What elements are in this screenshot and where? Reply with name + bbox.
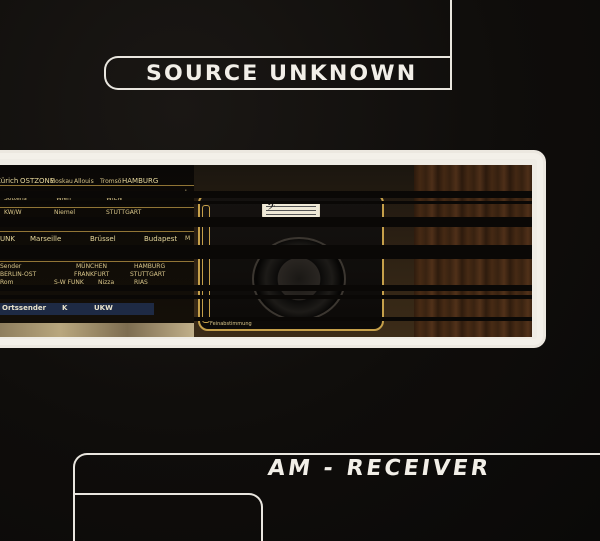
tuning-indicator	[202, 205, 210, 323]
stripe	[0, 245, 532, 259]
frame-notch	[73, 493, 263, 541]
station-label: Rom	[0, 279, 14, 286]
album-title: AM - RECEIVER	[266, 456, 493, 481]
station-label: FUNK	[0, 235, 15, 243]
station-label: HAMBURG	[134, 263, 166, 270]
station-label: S-W FUNK	[54, 279, 84, 286]
dial-window: Zürich OSTZONE Moskau Allouis Tromsö HAM…	[0, 150, 546, 348]
frame-line-top-right	[450, 0, 452, 90]
station-label: Sender	[0, 263, 22, 270]
station-label: HAMBURG	[122, 177, 159, 185]
station-label: Budapest	[144, 235, 178, 243]
station-label: Allouis	[74, 178, 94, 185]
stripe	[0, 295, 532, 299]
scale-line	[0, 185, 194, 186]
station-label: MÜNCHEN	[76, 263, 108, 270]
station-label: Zürich	[0, 177, 19, 185]
stripe	[0, 285, 532, 291]
artist-name: SOURCE UNKNOWN	[146, 61, 418, 85]
station-label: Nizza	[98, 279, 115, 286]
station-label: Marseille	[30, 235, 62, 243]
band-label: K	[62, 304, 68, 312]
station-label: BERLIN-OST	[0, 271, 37, 278]
station-label: FRANKFURT	[74, 271, 110, 278]
band-label: UKW	[94, 304, 113, 312]
station-label: STUTTGART	[106, 209, 142, 216]
bass-clef-icon: 𝄢	[267, 201, 276, 216]
station-label: OSTZONE	[20, 177, 55, 185]
station-label: RIAS	[134, 279, 148, 286]
fine-tune-label: Feinabstimmung	[210, 321, 252, 327]
station-label: Moskau	[50, 178, 73, 185]
scale-line	[0, 207, 194, 208]
station-label: WIEN	[106, 195, 122, 202]
stripe	[0, 191, 532, 198]
band-label: Ortssender	[2, 304, 47, 312]
scale-line	[0, 261, 194, 262]
station-label: Tromsö	[100, 178, 122, 185]
radio-dial-photo: Zürich OSTZONE Moskau Allouis Tromsö HAM…	[0, 165, 532, 337]
stripe	[194, 317, 532, 321]
station-label: STUTTGART	[130, 271, 166, 278]
frame-line-top	[118, 56, 452, 58]
stripe	[0, 217, 532, 227]
piano-keys	[0, 323, 194, 337]
scale-mark: M	[185, 235, 191, 242]
band-bar	[0, 303, 154, 315]
stripe	[0, 201, 532, 204]
station-label: Wien	[56, 195, 71, 202]
scale-line	[0, 231, 194, 232]
station-label: Niemel	[54, 209, 76, 216]
station-label: Sottens	[4, 195, 27, 202]
station-label: KW/W	[4, 209, 22, 216]
station-label: Brüssel	[90, 235, 116, 243]
